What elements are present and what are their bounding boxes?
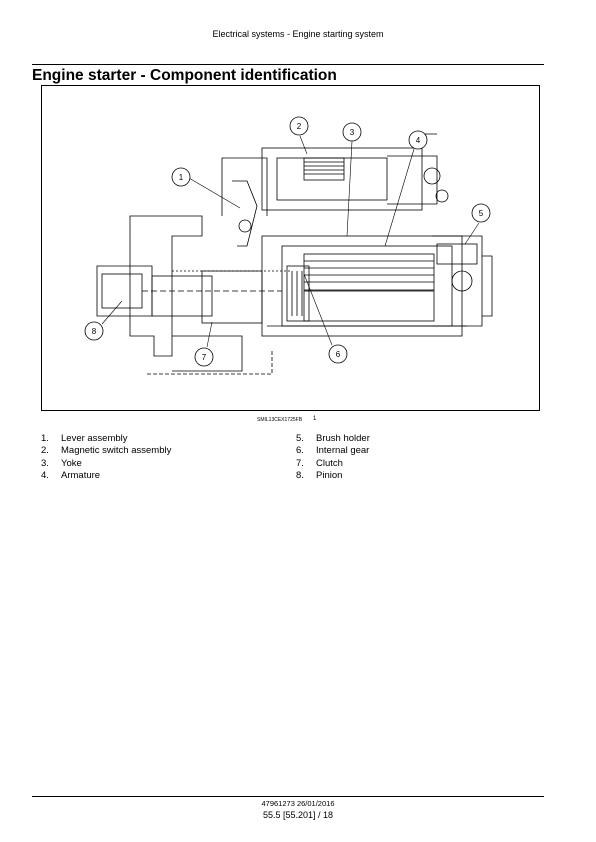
legend-item: 8. Pinion [296,470,370,482]
header-rule [32,64,544,65]
legend-item: 2. Magnetic switch assembly [41,445,171,457]
legend-item-label: Lever assembly [61,433,128,444]
legend-item-number: 6. [296,445,304,457]
legend-item-label: Pinion [316,469,343,481]
page-title: Engine starter - Component identificatio… [32,67,337,84]
legend-item-number: 7. [296,457,304,469]
legend-item: 3. Yoke [41,458,171,470]
footer-doc-id: 47961273 26/01/2016 [261,799,335,808]
legend-item: 5. Brush holder [296,433,370,445]
legend-item: 1. Lever assembly [41,433,171,445]
legend-item-number: 1. [41,433,49,444]
footer-rule [32,796,544,797]
starter-cross-section-figure: 1 2 3 4 5 6 7 8 [41,85,540,411]
callout-8: 8 [92,327,97,336]
callout-5: 5 [479,209,484,218]
running-header: Electrical systems - Engine starting sys… [212,29,384,39]
legend-item-label: Internal gear [316,445,370,457]
legend-item: 6. Internal gear [296,445,370,457]
figure-reference-code: SMIL13CEX1725FB [257,417,303,423]
callout-4: 4 [416,136,421,145]
footer-page-ref: 55.5 [55.201] / 18 [262,810,334,820]
legend-item-number: 8. [296,469,304,481]
callout-1: 1 [179,173,184,182]
legend-item-label: Armature [61,469,101,481]
legend-column-right: 5.Brush holder 6.Internal gear 7.Clutch … [296,433,370,482]
legend-item: 4. Armature [41,470,171,482]
callout-7: 7 [202,353,207,362]
legend-item-label: Clutch [316,457,343,469]
starter-drawing: 1 2 3 4 5 6 7 8 [84,116,493,375]
callout-3: 3 [350,128,355,137]
legend-item-number: 4. [41,469,49,481]
legend-item-number: 3. [41,457,49,469]
legend-item-number: 2. [41,445,49,457]
legend-item-number: 5. [296,433,304,444]
legend-item-label: Yoke [61,457,82,469]
callout-6: 6 [336,350,341,359]
figure-number: 1 [313,416,317,422]
callout-2: 2 [297,122,302,131]
legend-item-label: Magnetic switch assembly [61,445,172,457]
legend-column-left: 1. Lever assembly 2. Magnetic switch assem… [41,433,171,482]
legend-item-label: Brush holder [316,433,370,444]
legend-item: 7. Clutch [296,458,370,470]
